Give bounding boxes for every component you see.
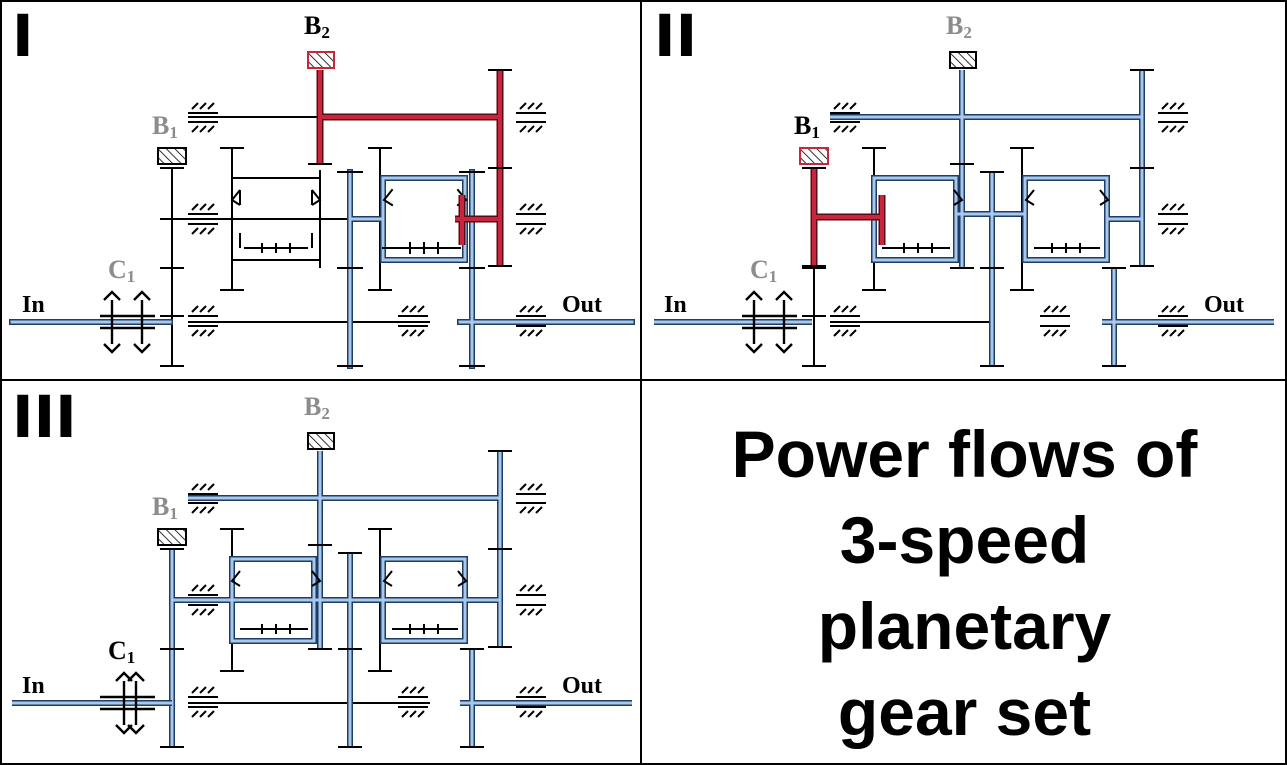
ground-b1-shaft [188, 102, 546, 133]
labels: B2 B1 C1 In Out [664, 11, 1244, 318]
label-in: In [664, 292, 687, 318]
panel-numeral: II [654, 2, 698, 70]
gear-schematic: B2 B1 C1 In Out [12, 392, 632, 748]
label-b1: B1 [794, 111, 820, 142]
idle-members [188, 528, 430, 704]
panel-numeral: I [12, 2, 34, 70]
ground-middle-shaft [188, 203, 546, 235]
ground-main-shaft [188, 305, 546, 337]
label-b1: B1 [152, 492, 178, 523]
gear-schematic: B2 B1 C1 In Out [654, 11, 1274, 367]
panel-numeral: III [12, 383, 77, 451]
idle-members [160, 116, 430, 367]
label-b2: B2 [946, 11, 972, 42]
label-b2: B2 [304, 392, 330, 423]
brake-b1-housing [157, 147, 187, 165]
title-panel: Power flows of 3-speed planetary gear se… [642, 381, 1287, 765]
title-line: gear set [837, 675, 1092, 749]
power-flow-path [654, 51, 1274, 367]
label-in: In [22, 673, 45, 699]
labels: B2 B1 C1 In Out [22, 11, 602, 318]
clutch-c1-symbol [742, 290, 797, 354]
clutch-c1-symbol [100, 671, 172, 735]
power-flow-path [12, 432, 632, 748]
label-out: Out [562, 292, 602, 318]
label-c1: C1 [750, 255, 777, 286]
labels: B2 B1 C1 In Out [22, 392, 602, 699]
label-out: Out [1204, 292, 1244, 318]
ground-symbols [188, 102, 546, 337]
label-b2: B2 [304, 11, 330, 42]
label-c1: C1 [108, 255, 135, 286]
power-flow-path [9, 169, 635, 369]
panel-second-gear: II [642, 0, 1287, 381]
diagram-title: Power flows of 3-speed planetary gear se… [642, 411, 1287, 755]
title-line: planetary [817, 589, 1112, 663]
label-in: In [22, 292, 45, 318]
panel-first-gear: I [0, 0, 642, 381]
label-out: Out [562, 673, 602, 699]
held-member-b1 [799, 147, 886, 267]
label-c1: C1 [108, 636, 135, 667]
label-b1: B1 [152, 111, 178, 142]
title-line: 3-speed [839, 503, 1090, 577]
ground-symbols [830, 102, 1188, 337]
title-line: Power flows of [731, 417, 1198, 491]
ground-symbols [188, 483, 546, 718]
clutch-c1-symbol [100, 290, 155, 354]
held-member-b2 [307, 51, 512, 267]
panel-third-gear: III [0, 381, 642, 765]
gear-schematic: B2 B1 C1 In Out [9, 11, 635, 369]
